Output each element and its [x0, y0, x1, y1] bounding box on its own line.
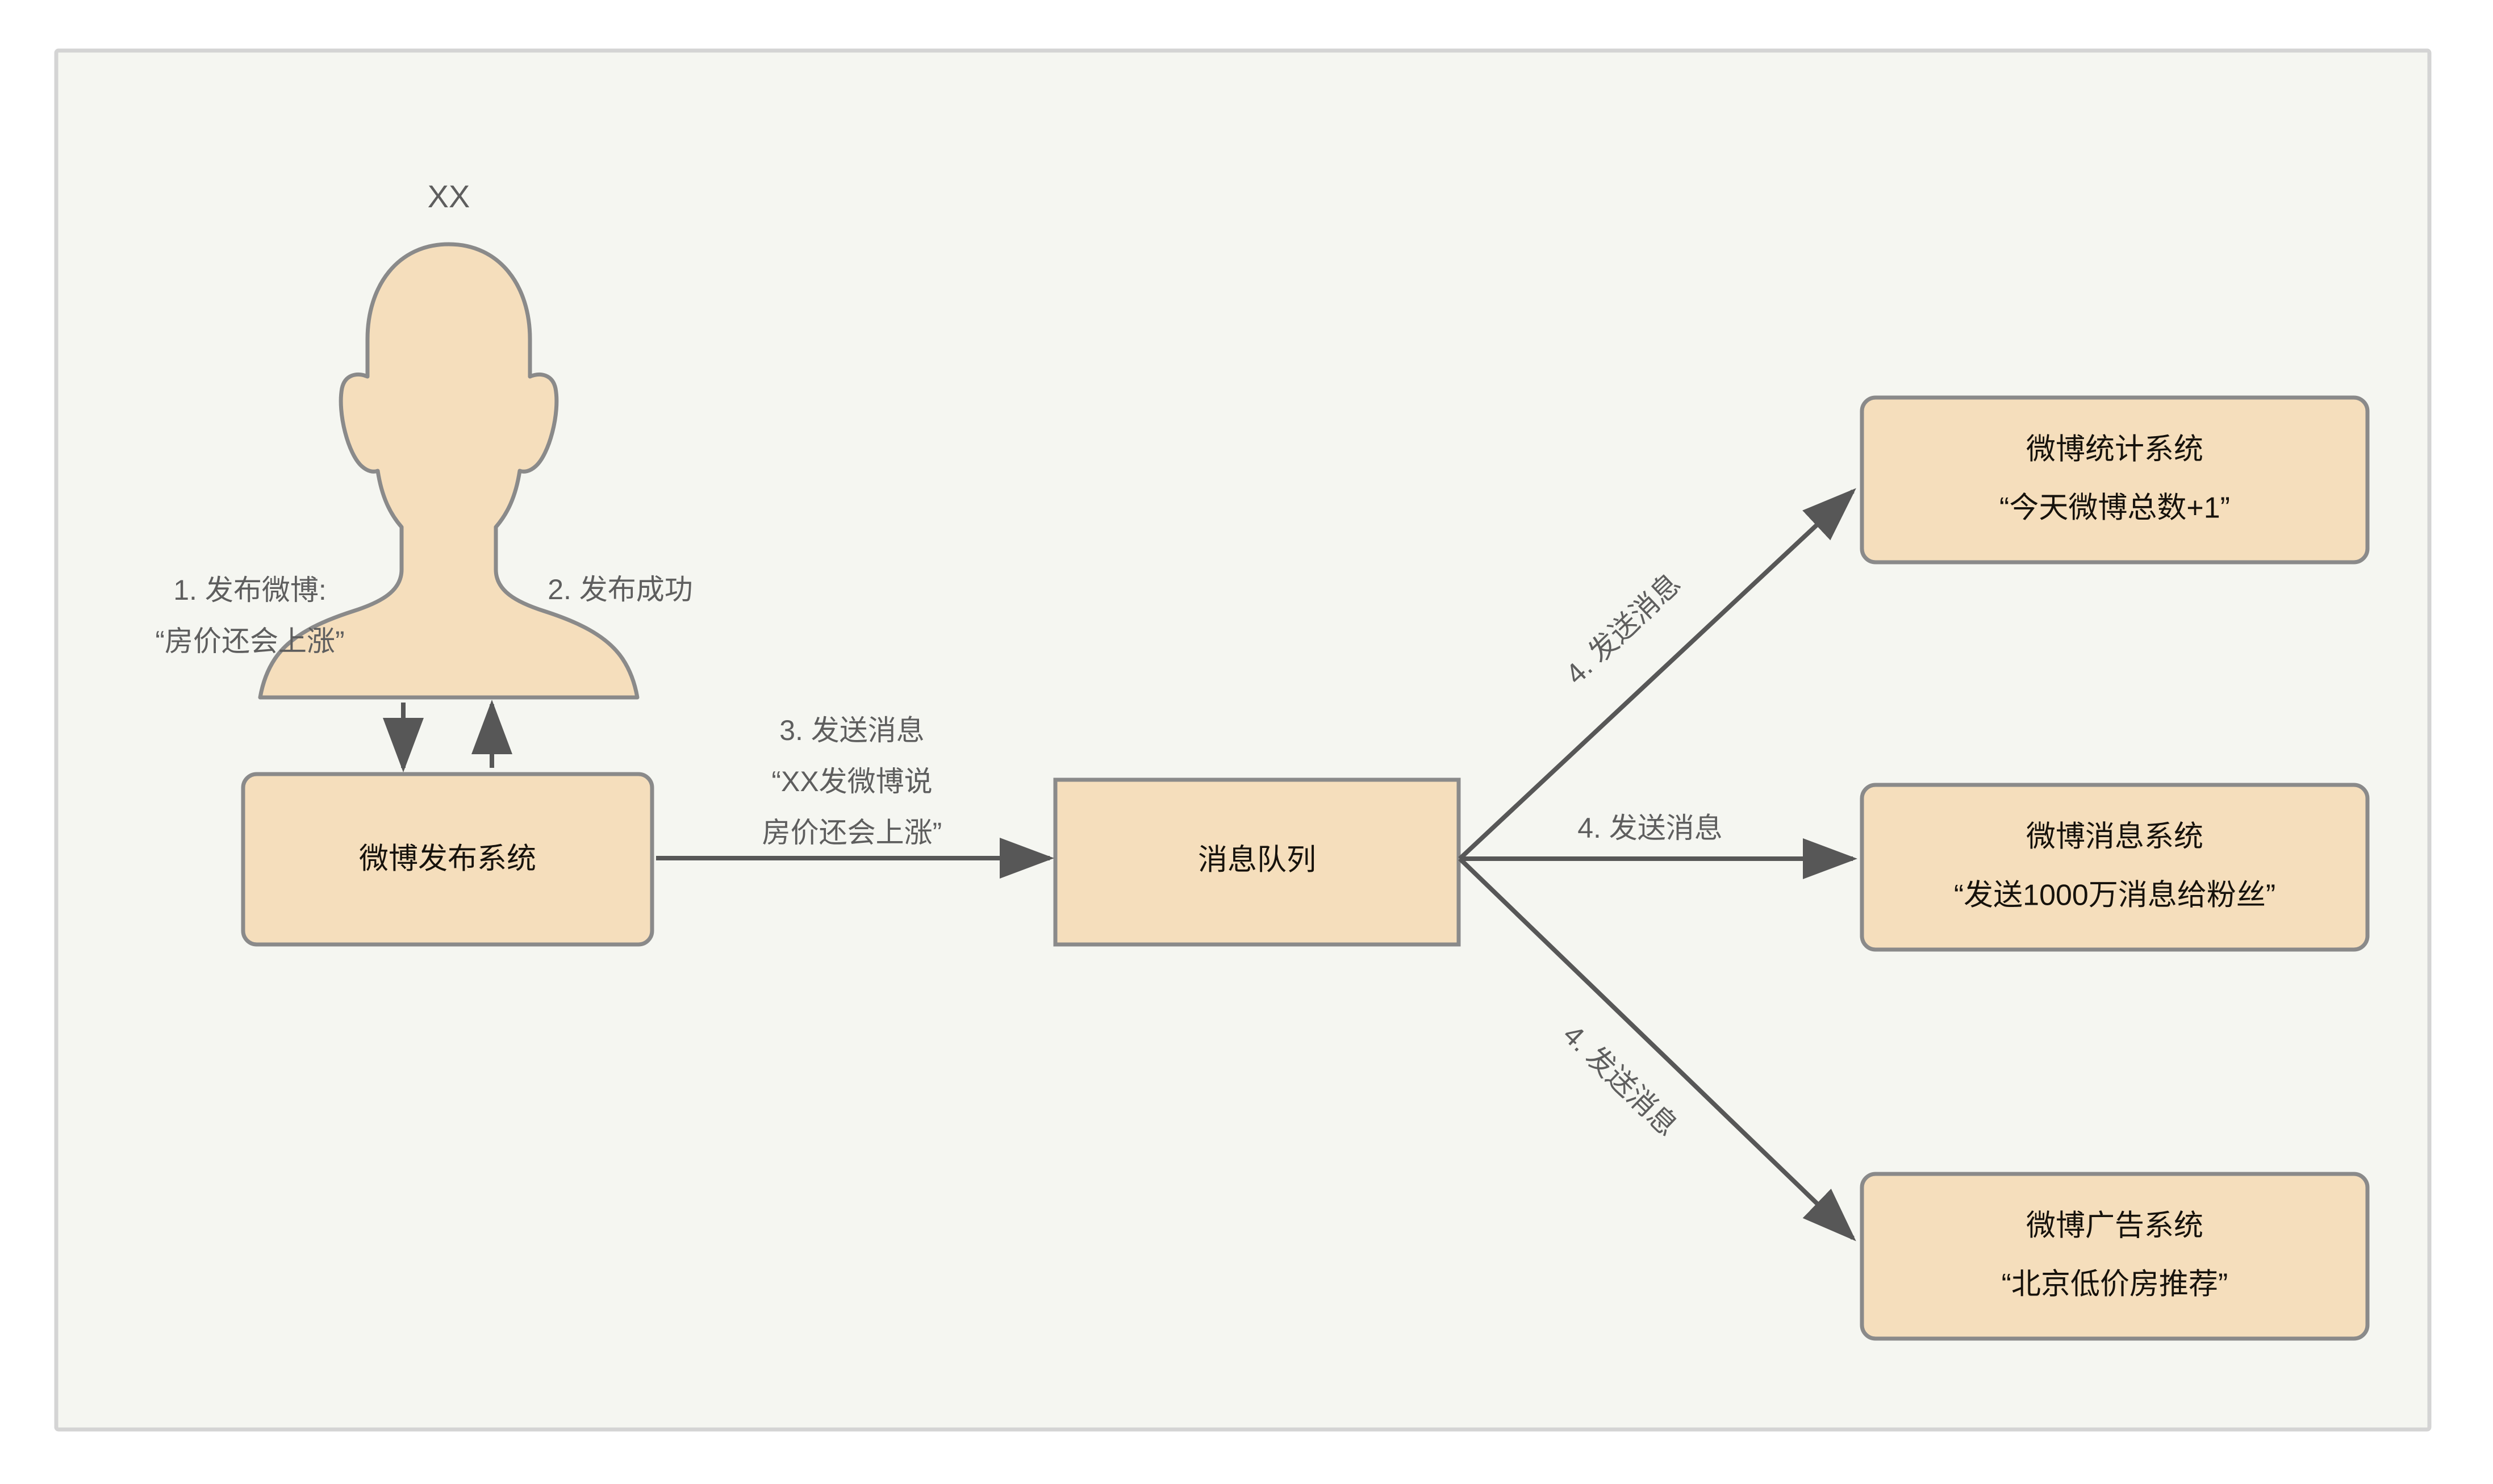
node-ad-system-shape[interactable]: [1860, 1172, 2370, 1341]
node-message-system-line2: “发送1000万消息给粉丝”: [1954, 879, 2275, 912]
edge-3-send-label-line3: 房价还会上涨”: [762, 817, 942, 848]
edge-3-send-label-line2: “XX发微博说: [771, 766, 932, 797]
edge-2-success-label: 2. 发布成功: [548, 574, 693, 605]
node-message-system-shape[interactable]: [1860, 783, 2370, 952]
node-message-system[interactable]: 微博消息系统 “发送1000万消息给粉丝”: [1860, 783, 2370, 952]
node-message-queue[interactable]: 消息队列: [1053, 777, 1461, 947]
node-stats-system[interactable]: 微博统计系统 “今天微博总数+1”: [1860, 395, 2370, 565]
node-stats-system-line2: “今天微博总数+1”: [1999, 492, 2230, 525]
edge-4-stats-line: [1458, 488, 1856, 860]
person-silhouette-icon: [258, 242, 640, 700]
diagram-frame: [54, 48, 2432, 1432]
edge-1-publish-label-line1: 1. 发布微博:: [173, 574, 326, 606]
node-ad-system-line1: 微博广告系统: [2026, 1210, 2203, 1243]
edge-1-publish-label-line2: “房价还会上涨”: [155, 625, 344, 657]
edge-4-message: 4. 发送消息: [1460, 812, 1857, 879]
edge-4-ad-line: [1458, 857, 1856, 1241]
node-ad-system[interactable]: 微博广告系统 “北京低价房推荐”: [1860, 1172, 2370, 1341]
node-publisher[interactable]: 微博发布系统: [241, 772, 654, 947]
node-publisher-shape[interactable]: [241, 772, 654, 947]
node-message-queue-label: 消息队列: [1198, 844, 1316, 877]
node-stats-system-shape[interactable]: [1860, 395, 2370, 565]
node-message-system-line1: 微博消息系统: [2026, 821, 2203, 854]
edge-4-message-label: 4. 发送消息: [1577, 812, 1723, 844]
actor-group: XX: [258, 178, 640, 700]
node-publisher-label: 微博发布系统: [359, 843, 536, 876]
edge-1-publish: 1. 发布微博: “房价还会上涨”: [155, 574, 424, 772]
node-message-queue-shape[interactable]: [1053, 777, 1461, 947]
edge-3-send-label-line1: 3. 发送消息: [779, 714, 925, 746]
actor-name-label: XX: [428, 178, 470, 214]
edge-3-send: 3. 发送消息 “XX发微博说 房价还会上涨”: [656, 714, 1054, 879]
node-ad-system-line2: “北京低价房推荐”: [2002, 1268, 2228, 1301]
edge-2-success: 2. 发布成功: [471, 574, 693, 768]
node-stats-system-line1: 微博统计系统: [2026, 433, 2203, 466]
